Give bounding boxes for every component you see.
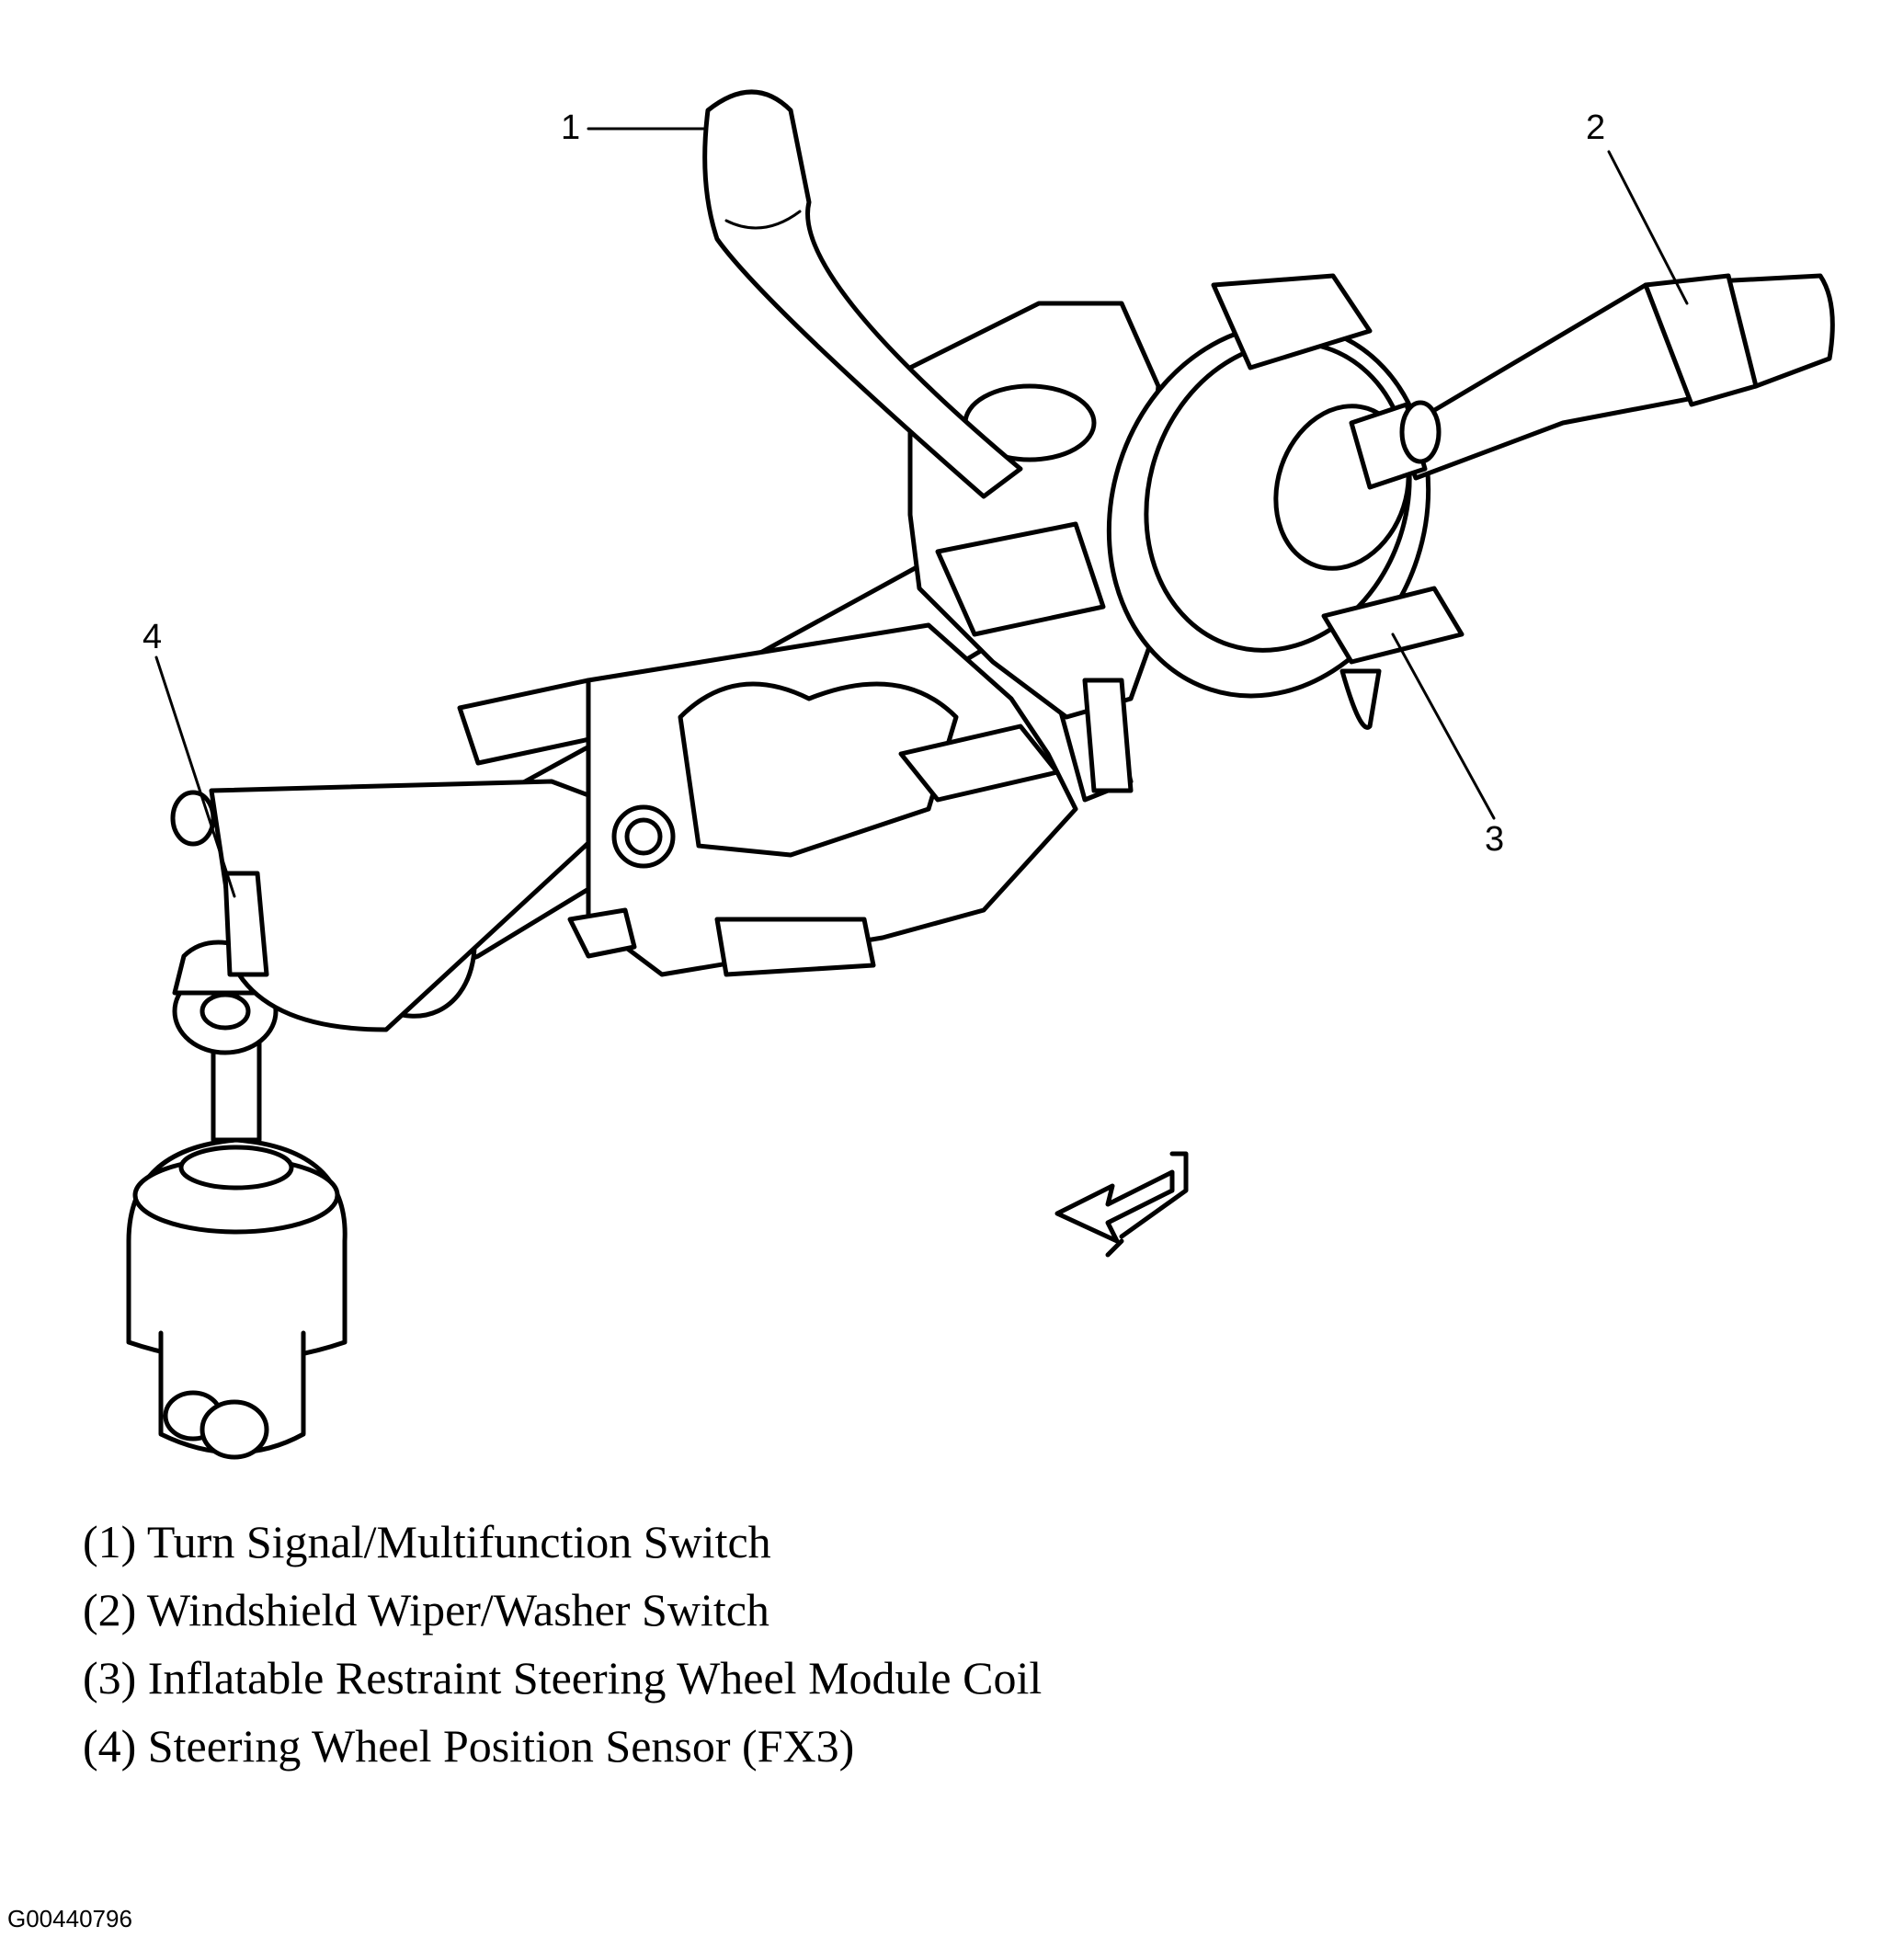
callout-number-3: 3 [1485, 820, 1505, 859]
turn-signal-lever [702, 89, 1023, 499]
figure-id: G00440796 [7, 1905, 132, 1932]
leader-line-4 [154, 655, 236, 898]
leader-lines [154, 127, 1689, 898]
leader-line-2 [1607, 150, 1689, 305]
clockspring-coil [1106, 273, 1465, 730]
direction-arrow-icon [1054, 1151, 1189, 1258]
callout-number-1: 1 [561, 108, 581, 147]
steering-column-diagram [126, 89, 1835, 1460]
legend-item-2: (2) Windshield Wiper/Washer Switch [83, 1584, 769, 1635]
wiper-lever [1349, 273, 1835, 490]
legend-item-3: (3) Inflatable Restraint Steering Wheel … [83, 1652, 1043, 1704]
legend-item-4: (4) Steering Wheel Position Sensor (FX3) [83, 1720, 855, 1772]
legend-item-1: (1) Turn Signal/Multifunction Switch [83, 1516, 771, 1567]
legend: (1) Turn Signal/Multifunction Switch (2)… [83, 1508, 1042, 1780]
leader-line-3 [1391, 632, 1496, 820]
callout-number-4: 4 [142, 618, 163, 656]
tilt-mechanism [457, 622, 1134, 977]
steering-column-drawing [126, 89, 1835, 1460]
callout-number-2: 2 [1586, 108, 1606, 147]
